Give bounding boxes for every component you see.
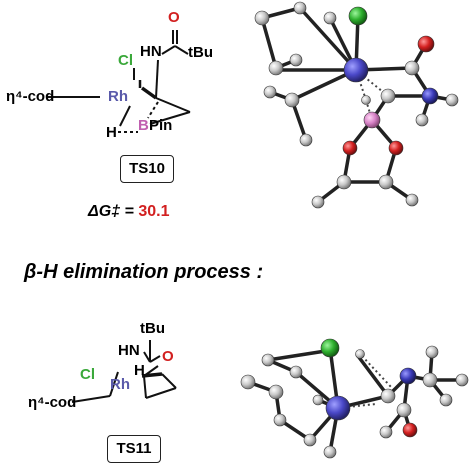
delta-g-value: 30.1 — [138, 203, 170, 220]
section-heading: β-H elimination process : — [24, 261, 264, 283]
ts11-atom-rh: Rh — [110, 376, 130, 393]
ts10-b-atom — [363, 111, 381, 129]
ts11-rh-atom — [325, 395, 351, 421]
ts10-label-box: TS10 — [120, 155, 174, 183]
ts11-cl-atom — [320, 338, 340, 358]
ts11-3d-model — [240, 338, 469, 459]
ts10-atom-cod: η⁴-cod — [6, 88, 55, 105]
ts10-atom-o: O — [168, 9, 180, 26]
ts10-cl-atom — [348, 6, 368, 26]
ts10-3d-model — [254, 1, 459, 209]
ts10-delta-g: ΔG‡ = 30.1 — [88, 203, 169, 221]
ts11-atom-cod: η⁴-cod — [28, 394, 77, 411]
ts10-skeletal-structure — [46, 30, 191, 133]
ts10-atom-tbu: tBu — [188, 44, 213, 61]
ts10-atom-rh: Rh — [108, 88, 128, 105]
ts11-skeletal-structure — [71, 340, 177, 403]
ts11-atom-cl: Cl — [80, 366, 95, 383]
ts11-atom-hn: HN — [118, 342, 140, 359]
ts10-rh-atom — [343, 57, 369, 83]
ts10-atom-pin: Pin — [149, 117, 173, 134]
ts11-atom-o: O — [162, 348, 174, 365]
delta-g-symbol: ΔG‡ = — [88, 203, 134, 220]
ts10-atom-hn: HN — [140, 43, 162, 60]
ts10-atom-b: B — [138, 117, 149, 134]
ts11-label-box: TS11 — [107, 435, 161, 463]
ts10-atom-cl: Cl — [118, 52, 133, 69]
ts11-atom-tbu: tBu — [140, 320, 165, 337]
ts10-atom-h: H — [106, 124, 117, 141]
ts11-atom-h: H — [134, 362, 145, 379]
